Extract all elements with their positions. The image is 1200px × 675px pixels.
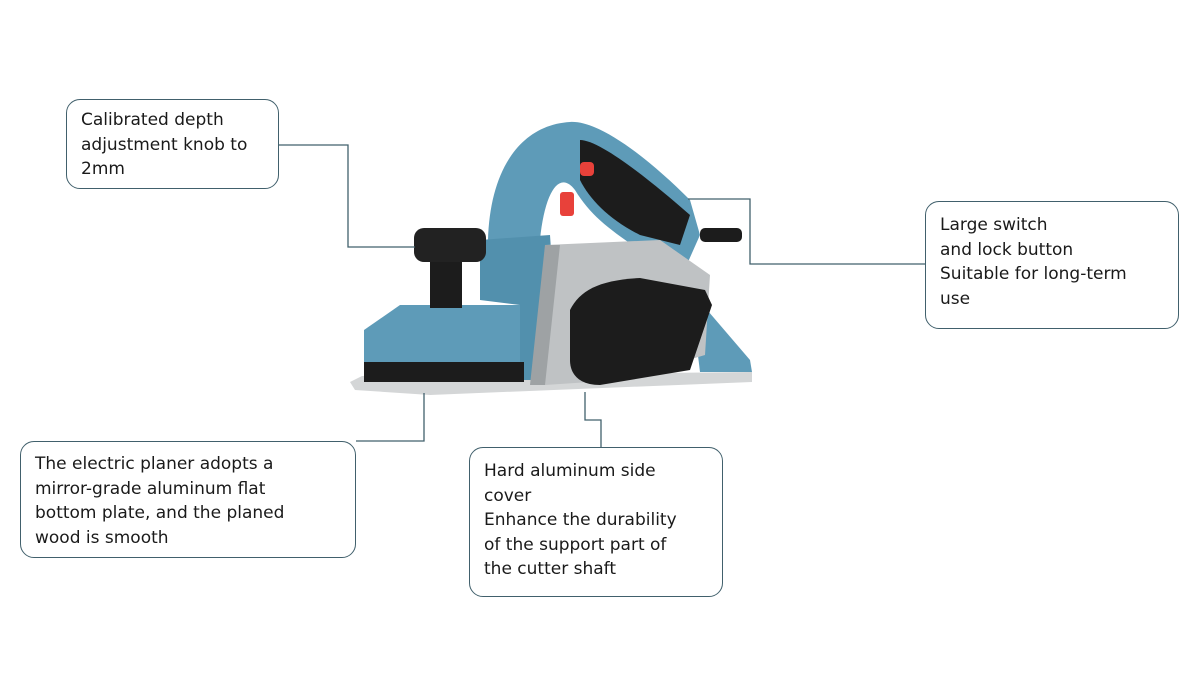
callout-text: the cutter shaft — [484, 559, 617, 579]
callout-text: bottom plate, and the planed — [35, 503, 285, 523]
depth-adjustment-knob — [414, 228, 486, 262]
callout-depth-knob: Calibrated depth adjustment knob to 2mm — [66, 99, 279, 189]
callout-text: use — [940, 288, 971, 309]
handle — [488, 121, 700, 280]
side-cover — [570, 278, 712, 385]
callout-text: Calibrated depth — [81, 110, 224, 130]
callout-text: of the support part of — [484, 534, 667, 555]
callout-text: 2mm — [81, 159, 125, 179]
connector-lines — [279, 144, 925, 447]
callout-text: wood is smooth — [35, 527, 169, 548]
callout-text: cover — [484, 485, 532, 506]
callout-text: and lock button — [940, 239, 1074, 260]
callout-text: adjustment knob to — [81, 134, 248, 155]
rear-grip-rod — [700, 228, 742, 242]
callout-text: The electric planer adopts a — [35, 454, 274, 474]
callout-text: Suitable for long-term — [940, 264, 1127, 284]
callout-text: mirror-grade aluminum flat — [35, 478, 266, 499]
electric-planer-image — [350, 121, 752, 395]
switch-trigger-icon — [560, 192, 574, 216]
callout-switch: Large switch and lock button Suitable fo… — [925, 201, 1179, 329]
callout-side-cover: Hard aluminum side cover Enhance the dur… — [469, 447, 723, 597]
callout-base-plate: The electric planer adopts a mirror-grad… — [20, 441, 356, 558]
callout-text: Hard aluminum side — [484, 461, 656, 481]
lock-button-icon — [580, 162, 594, 176]
callout-text: Large switch — [940, 215, 1048, 235]
callout-text: Enhance the durability — [484, 510, 677, 530]
